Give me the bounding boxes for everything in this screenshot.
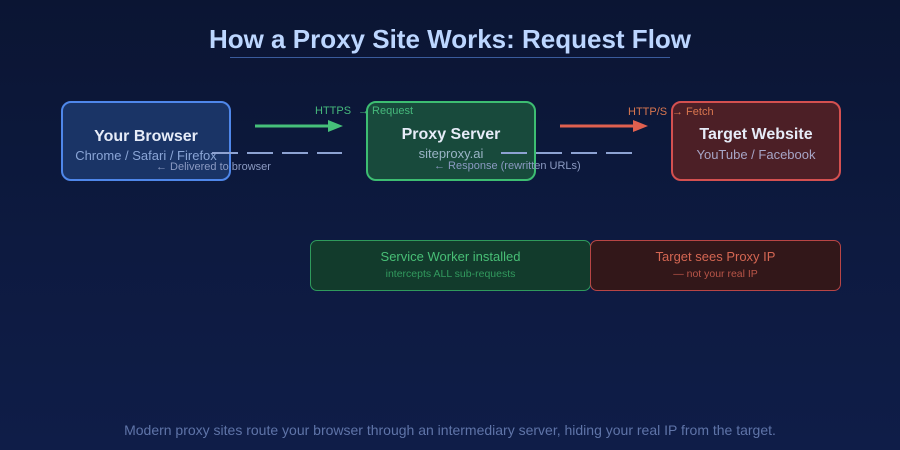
fetch-arrowhead-icon (633, 120, 648, 132)
fetch-arrow (560, 120, 648, 132)
browser-node-name: Your Browser (94, 128, 198, 145)
proxy-node-name: Proxy Server (401, 126, 501, 143)
target-ip-note-detail: — not your real IP (673, 268, 758, 280)
target-node: Target Website YouTube / Facebook (671, 101, 841, 181)
service-worker-note-title: Service Worker installed (380, 249, 521, 264)
footer-caption: Modern proxy sites route your browser th… (124, 422, 776, 438)
proxy-node: Proxy Server siteproxy.ai (366, 101, 536, 181)
service-worker-note-detail: intercepts ALL sub-requests (385, 268, 516, 280)
target-ip-note: Target sees Proxy IP — not your real IP (590, 240, 841, 291)
fetch-protocol-label: HTTP/S (628, 106, 668, 118)
target-node-name: Target Website (699, 126, 813, 143)
target-ip-note-title: Target sees Proxy IP (655, 249, 776, 264)
proxy-node-sub: siteproxy.ai (418, 146, 484, 161)
browser-node-sub: Chrome / Safari / Firefox (75, 148, 217, 163)
request-arrow (255, 120, 343, 132)
request-arrowhead-icon (328, 120, 343, 132)
service-worker-note: Service Worker installed intercepts ALL … (310, 240, 591, 291)
delivered-label: ← Delivered to browser (156, 161, 271, 173)
title-underline (230, 57, 670, 58)
browser-node: Your Browser Chrome / Safari / Firefox (61, 101, 231, 181)
request-protocol-label: HTTPS (315, 105, 352, 117)
diagram-title: How a Proxy Site Works: Request Flow (208, 24, 692, 54)
fetch-label: → Fetch (672, 106, 714, 118)
target-node-sub: YouTube / Facebook (696, 147, 816, 162)
response-label: ← Response (rewritten URLs) (434, 160, 581, 172)
request-label: → Request (358, 105, 414, 117)
